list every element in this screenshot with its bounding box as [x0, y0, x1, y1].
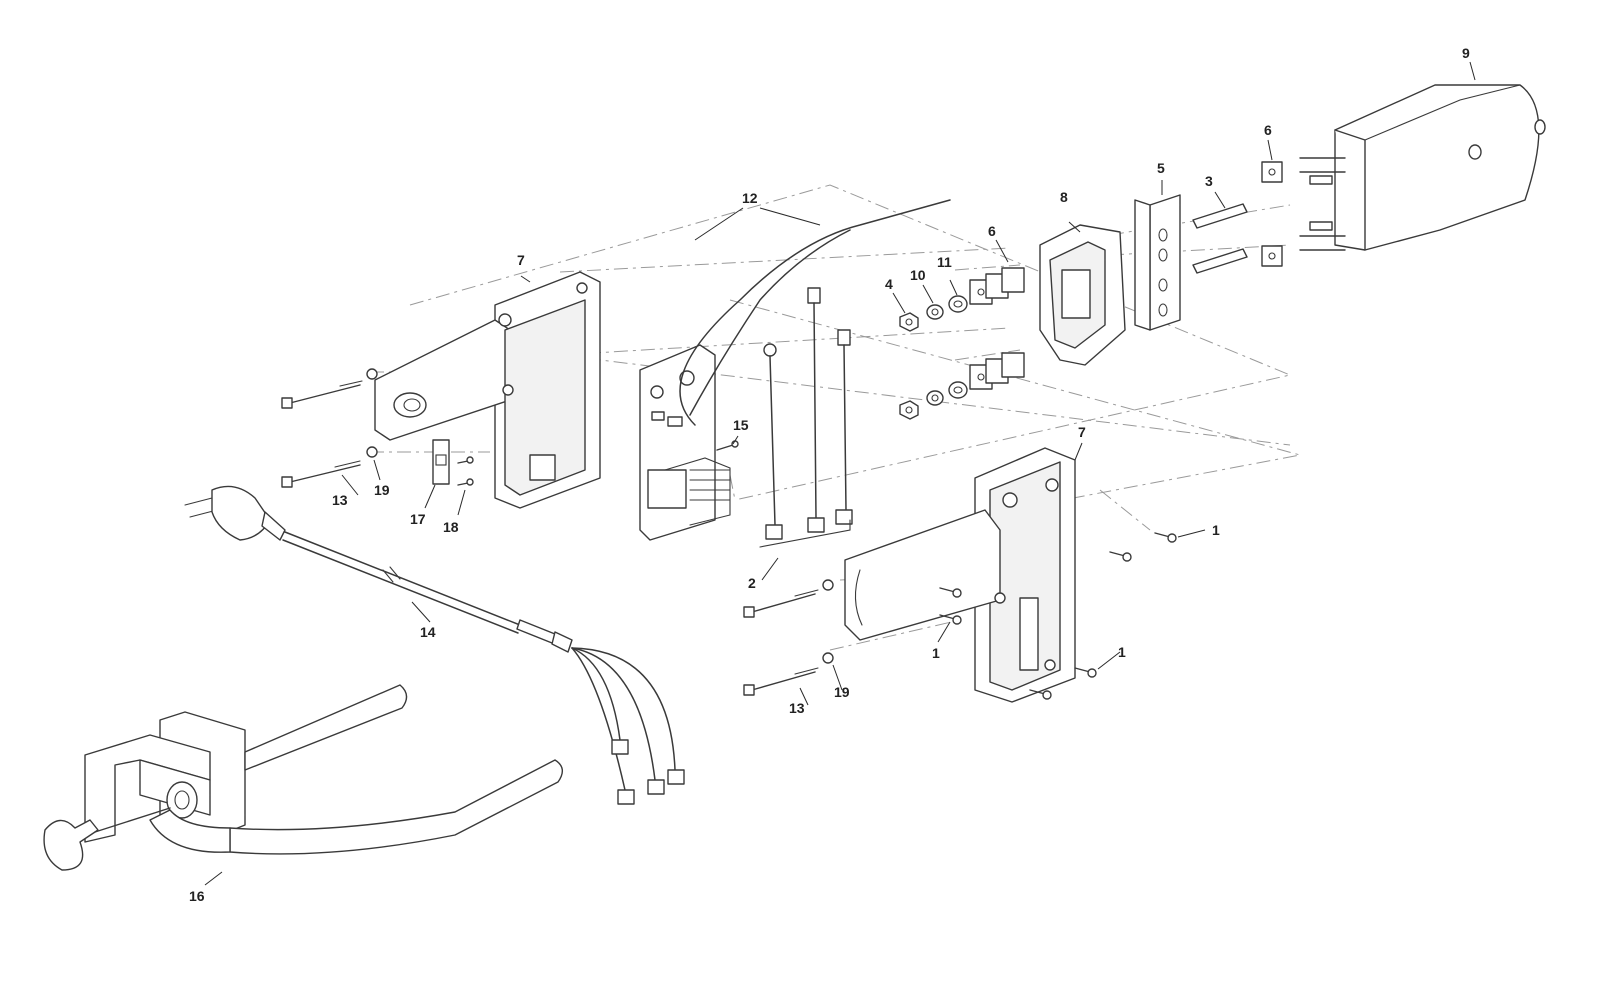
callout-13-right: 13 — [789, 700, 805, 716]
callout-9: 9 — [1462, 45, 1470, 61]
clamp-screws — [457, 456, 474, 486]
callout-18: 18 — [443, 519, 459, 535]
callout-13-left: 13 — [332, 492, 348, 508]
nuts-and-washers — [899, 295, 968, 420]
contact-plates-upper — [1261, 161, 1283, 267]
callout-4: 4 — [885, 276, 893, 292]
board-screw — [716, 440, 739, 451]
callout-8: 8 — [1060, 189, 1068, 205]
callout-7-left: 7 — [517, 252, 525, 268]
small-screws — [939, 532, 1177, 700]
callout-19-right: 19 — [834, 684, 850, 700]
callout-6-lower: 6 — [988, 223, 996, 239]
long-screws-left — [281, 368, 378, 488]
housing-half-right — [844, 447, 1076, 703]
callout-6-upper: 6 — [1264, 122, 1272, 138]
callout-11: 11 — [937, 254, 952, 270]
callout-7-right: 7 — [1078, 424, 1086, 440]
spacer-block — [1134, 194, 1181, 331]
cable-clamp — [432, 439, 450, 485]
callout-1-upper: 1 — [1212, 522, 1220, 538]
contact-clips-upper — [969, 267, 1025, 305]
circuit-board — [639, 199, 951, 541]
long-screws-right — [743, 579, 834, 696]
callout-5: 5 — [1157, 160, 1165, 176]
callout-16: 16 — [189, 888, 205, 904]
callout-2: 2 — [748, 575, 756, 591]
contact-clips-lower — [969, 352, 1025, 390]
callout-14: 14 — [420, 624, 436, 640]
callout-1-middle: 1 — [932, 645, 940, 661]
callout-19-left: 19 — [374, 482, 390, 498]
callout-17: 17 — [410, 511, 426, 527]
callout-3: 3 — [1205, 173, 1213, 189]
wire-set — [759, 287, 853, 548]
bench-clamp-stand — [43, 684, 563, 871]
callout-12: 12 — [742, 190, 758, 206]
leader-lines — [204, 61, 1476, 886]
heating-plate — [1299, 84, 1546, 251]
callout-10: 10 — [910, 267, 926, 283]
callout-1-lower: 1 — [1118, 644, 1126, 660]
insulator-frame — [1039, 224, 1126, 366]
power-cable — [184, 485, 685, 805]
housing-half-left — [374, 271, 601, 509]
callout-15: 15 — [733, 417, 749, 433]
pins — [1192, 203, 1248, 274]
callout-labels: 1 1 1 2 3 4 5 6 6 7 7 8 9 10 11 12 13 13… — [189, 45, 1470, 904]
